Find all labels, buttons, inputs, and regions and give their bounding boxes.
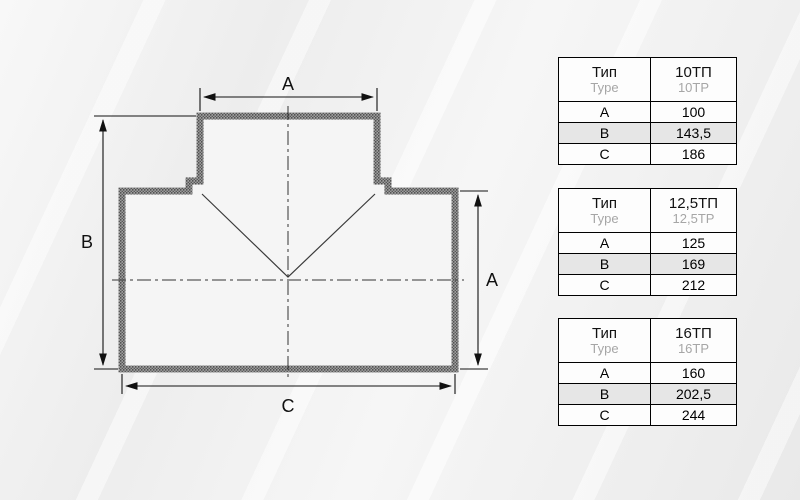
dim-label-cell: C: [558, 143, 651, 165]
dim-value-cell: 202,5: [650, 383, 737, 405]
type-value-cell: 16ТП 16TP: [650, 318, 737, 363]
label-dim-a-top: A: [282, 74, 294, 94]
type-header-cell: Тип Type: [558, 57, 651, 102]
dim-a-top: [199, 88, 378, 111]
table-row: A 160: [558, 362, 737, 384]
type-value-cell: 12,5ТП 12,5TP: [650, 188, 737, 233]
table-row: C 244: [558, 404, 737, 426]
dim-b-left: [94, 115, 196, 370]
type-value-ru: 12,5ТП: [668, 195, 719, 213]
type-value-cell: 10ТП 10TP: [650, 57, 737, 102]
dim-value-cell: 125: [650, 232, 737, 254]
type-label-ru: Тип: [591, 195, 617, 213]
dim-value-cell: 212: [650, 274, 737, 296]
type-header-cell: Тип Type: [558, 318, 651, 363]
center-lines: [112, 106, 464, 380]
spec-table-10tp: Тип Type 10ТП 10TP A 100 B 143,5: [558, 57, 737, 165]
table-row: C 186: [558, 143, 737, 165]
type-header-cell: Тип Type: [558, 188, 651, 233]
dim-label-cell: B: [558, 122, 651, 144]
dim-value-cell: 186: [650, 143, 737, 165]
dim-label-cell: A: [558, 362, 651, 384]
tee-body-knurl-band: [118, 112, 459, 373]
dim-label-cell: C: [558, 274, 651, 296]
type-value-en: 12,5TP: [672, 211, 715, 227]
dim-value-cell: 244: [650, 404, 737, 426]
type-label-en: Type: [590, 341, 619, 357]
dim-value-cell: 160: [650, 362, 737, 384]
dim-label-cell: B: [558, 383, 651, 405]
label-dim-a-right: A: [486, 270, 498, 290]
type-value-en: 16TP: [677, 341, 710, 357]
type-label-ru: Тип: [591, 325, 617, 343]
dimension-lines: [94, 88, 488, 394]
spec-table-12-5tp: Тип Type 12,5ТП 12,5TP A 125 B 169: [558, 188, 737, 296]
table-row: C 212: [558, 274, 737, 296]
type-label-en: Type: [590, 80, 619, 96]
table-header-row: Тип Type 12,5ТП 12,5TP: [558, 188, 737, 233]
table-row: B 143,5: [558, 122, 737, 144]
spec-table-16tp: Тип Type 16ТП 16TP A 160 B 202,5: [558, 318, 737, 426]
type-value-ru: 10ТП: [675, 64, 712, 82]
dim-label-cell: A: [558, 101, 651, 123]
dim-label-cell: A: [558, 232, 651, 254]
table-row: B 202,5: [558, 383, 737, 405]
dim-value-cell: 143,5: [650, 122, 737, 144]
type-value-en: 10TP: [677, 80, 710, 96]
table-row: A 125: [558, 232, 737, 254]
type-value-ru: 16ТП: [675, 325, 712, 343]
dim-value-cell: 169: [650, 253, 737, 275]
dim-value-cell: 100: [650, 101, 737, 123]
dimension-labels: A B A C: [81, 74, 498, 416]
table-header-row: Тип Type 10ТП 10TP: [558, 57, 737, 102]
label-dim-c-bottom: C: [282, 396, 295, 416]
table-header-row: Тип Type 16ТП 16TP: [558, 318, 737, 363]
table-row: A 100: [558, 101, 737, 123]
dim-a-right: [460, 190, 488, 370]
dim-label-cell: B: [558, 253, 651, 275]
type-label-ru: Тип: [591, 64, 617, 82]
type-label-en: Type: [590, 211, 619, 227]
table-row: B 169: [558, 253, 737, 275]
label-dim-b-left: B: [81, 232, 93, 252]
dim-c-bottom: [121, 374, 456, 394]
dim-label-cell: C: [558, 404, 651, 426]
